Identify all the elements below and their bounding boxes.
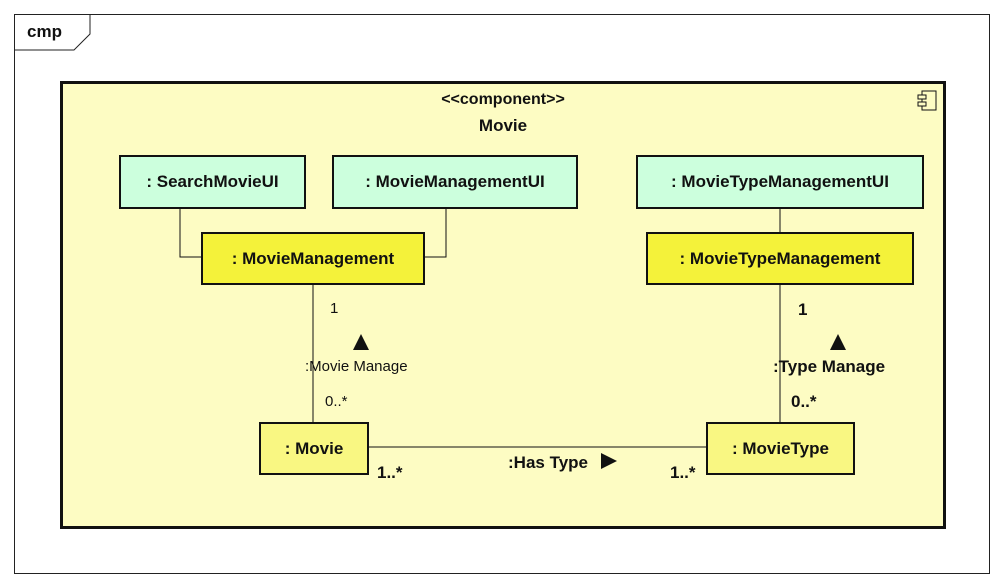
movie-manage-direction-arrow	[353, 334, 369, 350]
has-type-direction-arrow	[601, 453, 617, 469]
movie-management-part[interactable]: : MovieManagement	[201, 232, 425, 285]
movie-type-part[interactable]: : MovieType	[706, 422, 855, 475]
frame-label: cmp	[27, 22, 62, 41]
type-manage-bottom-multiplicity: 0..*	[791, 392, 817, 411]
component-name: Movie	[478, 116, 528, 135]
component-icon	[917, 90, 937, 111]
movie-manage-bottom-multiplicity: 0..*	[325, 393, 348, 410]
movie-type-management-ui-part[interactable]: : MovieTypeManagementUI	[636, 155, 924, 209]
connector-movie-mgmt-ui-to-movie-mgmt	[423, 207, 447, 258]
has-type-left-multiplicity: 1..*	[377, 463, 403, 482]
movie-part[interactable]: : Movie	[259, 422, 369, 475]
movie-manage-top-multiplicity: 1	[330, 300, 339, 317]
type-manage-direction-arrow	[830, 334, 846, 350]
type-manage-label: :Type Manage	[773, 357, 886, 376]
frame-tab	[14, 14, 91, 51]
movie-management-ui-part[interactable]: : MovieManagementUI	[332, 155, 578, 209]
connector-search-ui-to-movie-mgmt	[179, 207, 203, 258]
has-type-label: :Has Type	[508, 453, 588, 472]
search-movie-ui-part[interactable]: : SearchMovieUI	[119, 155, 306, 209]
movie-manage-label: :Movie Manage	[305, 358, 408, 375]
component-stereotype: <<component>>	[441, 91, 565, 108]
has-type-right-multiplicity: 1..*	[670, 463, 696, 482]
movie-type-management-part[interactable]: : MovieTypeManagement	[646, 232, 914, 285]
type-manage-top-multiplicity: 1	[798, 300, 808, 319]
